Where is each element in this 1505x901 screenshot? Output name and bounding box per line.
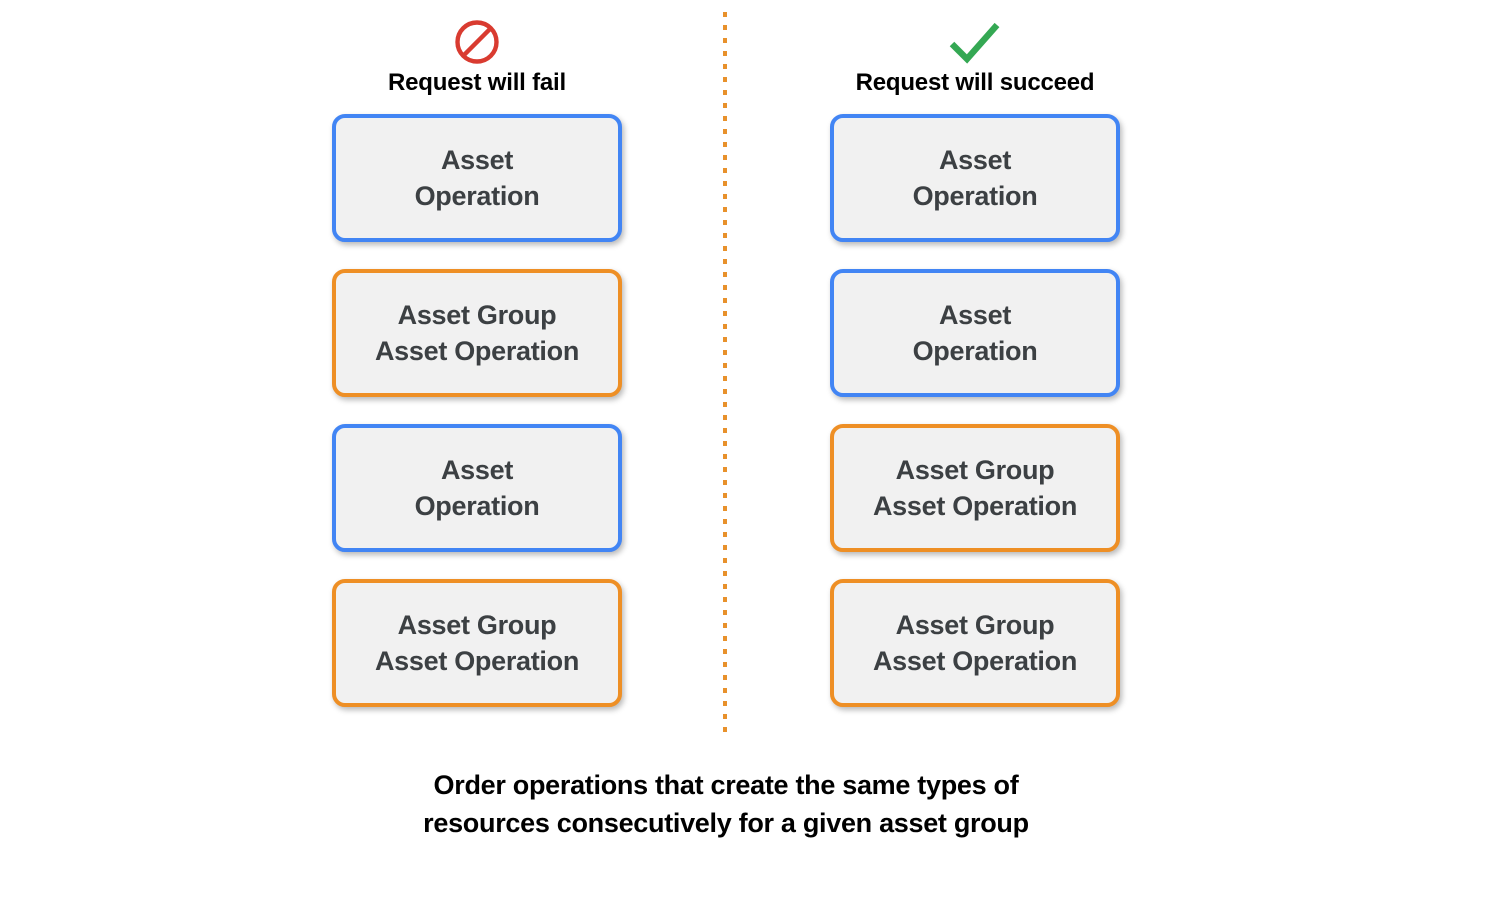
column-header-fail: Request will fail — [272, 14, 682, 98]
card-asset-operation[interactable]: Asset Operation — [332, 114, 622, 242]
card-label: Asset Group Asset Operation — [374, 300, 580, 366]
card-label: Asset Operation — [414, 455, 540, 521]
card-asset-operation[interactable]: Asset Operation — [830, 269, 1120, 397]
card-label: Asset Operation — [414, 145, 540, 211]
card-label: Asset Group Asset Operation — [374, 610, 580, 676]
card-asset-operation[interactable]: Asset Operation — [332, 424, 622, 552]
card-asset-group-asset-operation[interactable]: Asset Group Asset Operation — [830, 579, 1120, 707]
card-label: Asset Operation — [912, 300, 1038, 366]
card-label: Asset Group Asset Operation — [872, 455, 1078, 521]
diagram-caption: Order operations that create the same ty… — [423, 770, 1029, 838]
card-stack-fail: Asset Operation Asset Group Asset Operat… — [332, 114, 622, 707]
prohibition-icon — [272, 14, 682, 70]
card-asset-group-asset-operation[interactable]: Asset Group Asset Operation — [332, 269, 622, 397]
column-title-fail: Request will fail — [388, 69, 566, 96]
card-label: Asset Group Asset Operation — [872, 610, 1078, 676]
card-stack-succeed: Asset Operation Asset Operation Asset Gr… — [830, 114, 1120, 707]
checkmark-icon — [770, 14, 1180, 70]
card-asset-group-asset-operation[interactable]: Asset Group Asset Operation — [332, 579, 622, 707]
card-label: Asset Operation — [912, 145, 1038, 211]
column-header-succeed: Request will succeed — [770, 14, 1180, 98]
card-asset-group-asset-operation[interactable]: Asset Group Asset Operation — [830, 424, 1120, 552]
column-title-succeed: Request will succeed — [855, 69, 1095, 96]
column-divider — [723, 12, 727, 738]
card-asset-operation[interactable]: Asset Operation — [830, 114, 1120, 242]
